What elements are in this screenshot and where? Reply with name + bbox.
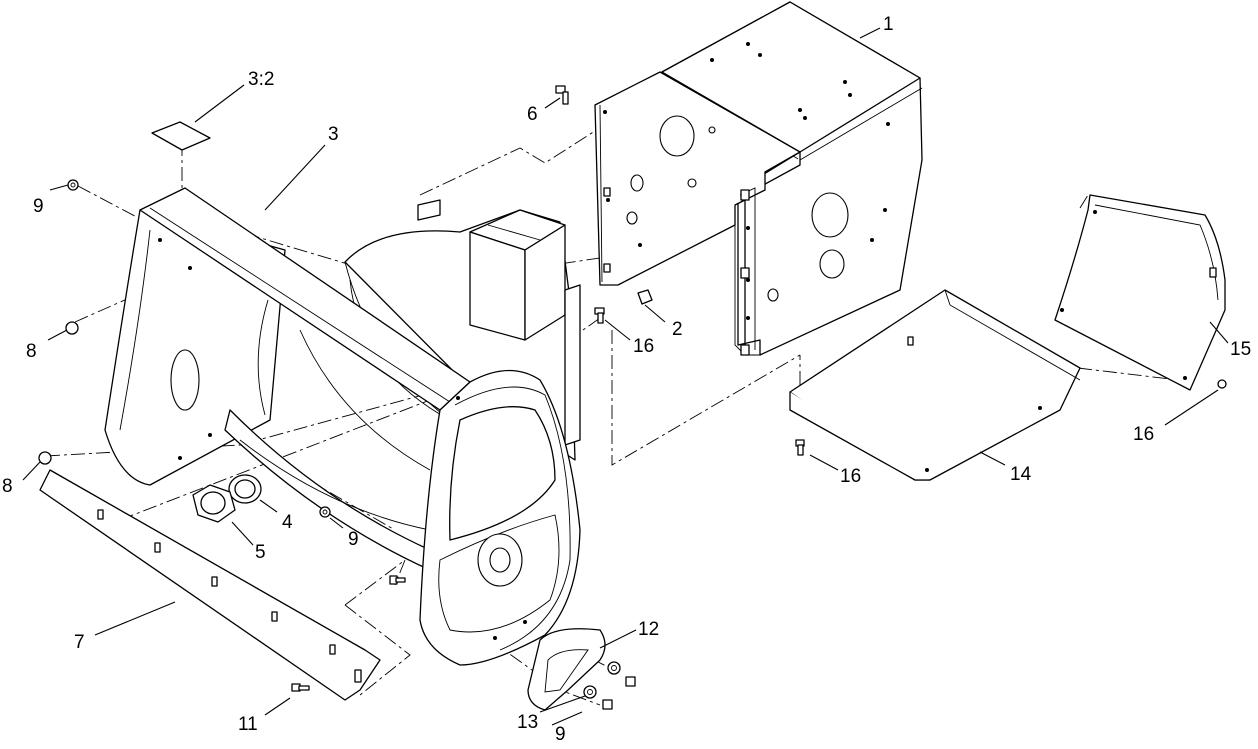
- housing-bolt: [389, 575, 406, 585]
- side-cover: [1054, 194, 1226, 391]
- callout-8-bottom: 8: [2, 476, 13, 497]
- scraper-bar: [39, 469, 381, 701]
- flange-part: [192, 484, 236, 523]
- callout-labels: 1 2 3 3:2 4 5 6 7 8 8 9 9 9 11 12 13 14 …: [2, 14, 1251, 745]
- bolt-part-16-c: [1217, 379, 1227, 389]
- callout-5: 5: [255, 542, 266, 563]
- callout-16-a: 16: [633, 336, 654, 357]
- callout-16-b: 16: [840, 466, 861, 487]
- bearing-part: [228, 474, 262, 504]
- callout-13: 13: [517, 712, 538, 733]
- bolt-part-11: [291, 683, 310, 692]
- callout-16-c: 16: [1133, 424, 1154, 445]
- callout-9-top: 9: [33, 196, 44, 217]
- skid-shoe: [527, 628, 606, 711]
- frame-housing: [594, 1, 923, 356]
- callout-15: 15: [1230, 339, 1251, 360]
- callout-3: 3: [328, 124, 339, 145]
- leader-lines: [22, 27, 1229, 726]
- bolt-part-16-b: [795, 439, 805, 456]
- bolt-part-6: [555, 85, 569, 105]
- callout-4: 4: [282, 512, 293, 533]
- callout-8-top: 8: [26, 341, 37, 362]
- callout-9-bottom: 9: [555, 724, 566, 745]
- plug-part-8-top: [65, 321, 79, 335]
- callout-9-middle: 9: [348, 529, 359, 550]
- callout-3-2: 3:2: [248, 69, 274, 90]
- clip-part: [637, 289, 653, 305]
- callout-12: 12: [638, 619, 659, 640]
- tray-part: [789, 289, 1081, 481]
- nut-part-9-top: [67, 179, 79, 191]
- callout-11: 11: [238, 714, 258, 735]
- callout-2: 2: [672, 319, 683, 340]
- auger-housing: [104, 187, 581, 666]
- callout-1: 1: [883, 14, 894, 35]
- decal-part: [151, 121, 211, 151]
- washers-and-nuts: [583, 661, 636, 710]
- bolt-part-16-a: [594, 307, 605, 324]
- callout-14: 14: [1010, 464, 1032, 485]
- callout-7: 7: [74, 632, 85, 653]
- plug-part-8-bottom: [38, 451, 52, 465]
- callout-6: 6: [527, 104, 538, 125]
- nut-part-9-middle: [319, 506, 331, 518]
